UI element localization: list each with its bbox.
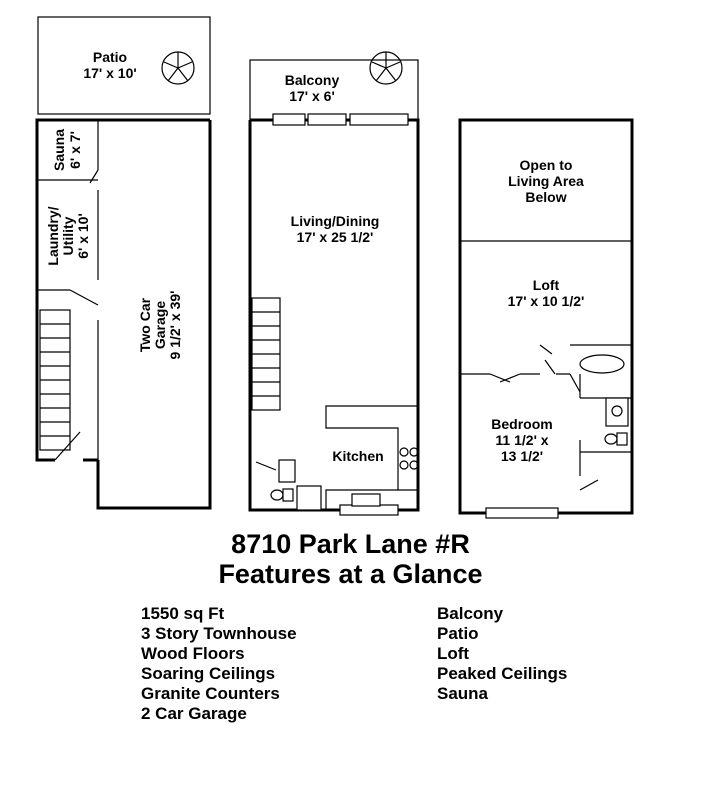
garage-label-2: Garage xyxy=(152,301,168,349)
kitchen-lower-counter xyxy=(325,489,398,510)
laundry-size: 6' x 10' xyxy=(75,213,91,259)
patio-plant-icon xyxy=(161,51,195,85)
utility-label: Utility xyxy=(60,216,76,255)
living-dining-size: 17' x 25 1/2' xyxy=(297,229,374,245)
main-stairs xyxy=(251,297,281,411)
refrigerator xyxy=(296,485,322,511)
feature-item: Soaring Ceilings xyxy=(141,664,276,683)
laundry-label: Laundry/ xyxy=(45,206,61,265)
powder-room-vanity xyxy=(278,459,296,483)
kitchen-label: Kitchen xyxy=(332,448,383,464)
powder-room-door xyxy=(255,461,277,471)
open-living-area-label: Living Area xyxy=(508,173,584,189)
bath-toilet-icon xyxy=(604,432,628,446)
feature-item: Wood Floors xyxy=(141,644,245,663)
bedroom-window xyxy=(485,507,559,519)
lower-entry-door xyxy=(54,431,81,461)
patio-label: Patio xyxy=(93,49,127,65)
feature-item: 2 Car Garage xyxy=(141,704,247,723)
sauna-label: Sauna xyxy=(51,129,67,171)
bathtub-icon xyxy=(579,354,625,374)
address-title: 8710 Park Lane #R xyxy=(231,529,470,559)
balcony-label: Balcony xyxy=(285,72,340,88)
feature-item: Loft xyxy=(437,644,470,663)
feature-item: Balcony xyxy=(437,604,504,623)
feature-item: 3 Story Townhouse xyxy=(141,624,297,643)
balcony-plant-icon xyxy=(369,51,403,85)
upper-level-walls xyxy=(458,118,634,515)
bedroom-door-swing xyxy=(489,373,521,383)
balcony-windows xyxy=(272,113,409,126)
bath-sink-icon xyxy=(605,397,629,427)
bedroom-size-2: 13 1/2' xyxy=(501,448,543,464)
balcony-size: 17' x 6' xyxy=(289,88,335,104)
bedroom-size-1: 11 1/2' x xyxy=(495,432,548,448)
open-to-label: Open to xyxy=(520,157,573,173)
patio-outline xyxy=(37,16,211,115)
feature-item: 1550 sq Ft xyxy=(141,604,225,623)
bath-door-swing xyxy=(539,344,581,393)
lower-stairs xyxy=(39,309,71,451)
feature-item: Patio xyxy=(437,624,479,643)
bedroom-label: Bedroom xyxy=(491,416,552,432)
sauna-door xyxy=(89,169,99,184)
living-dining-label: Living/Dining xyxy=(291,213,380,229)
kitchen-sink xyxy=(351,493,381,507)
feature-item: Granite Counters xyxy=(141,684,280,703)
upper-level-plan: Open to Living Area Below Loft 17' x 10 … xyxy=(458,118,634,519)
features-heading: Features at a Glance xyxy=(218,559,483,589)
feature-item: Peaked Ceilings xyxy=(437,664,568,683)
feature-item: Sauna xyxy=(437,684,489,703)
sauna-size: 6' x 7' xyxy=(67,131,83,169)
closet-door-swing xyxy=(579,479,599,491)
garage-size: 9 1/2' x 39' xyxy=(167,291,183,360)
garage-label: Two Car xyxy=(137,297,153,352)
lower-level-partitions xyxy=(37,120,99,460)
open-below-label: Below xyxy=(525,189,566,205)
stove-icon xyxy=(399,447,419,470)
features-list-left: 1550 sq Ft 3 Story Townhouse Wood Floors… xyxy=(141,604,297,724)
main-level-plan: Balcony 17' x 6' Kitchen xyxy=(248,51,420,516)
toilet-icon xyxy=(270,488,294,502)
patio-size: 17' x 10' xyxy=(83,65,136,81)
loft-size: 17' x 10 1/2' xyxy=(508,293,585,309)
lower-level-plan: Patio 17' x 10' Sauna 6' x 7' Laundry/ U… xyxy=(35,16,212,510)
loft-label: Loft xyxy=(533,277,560,293)
floor-plan-diagram: Patio 17' x 10' Sauna 6' x 7' Laundry/ U… xyxy=(35,16,634,519)
features-list-right: Balcony Patio Loft Peaked Ceilings Sauna xyxy=(437,604,567,704)
